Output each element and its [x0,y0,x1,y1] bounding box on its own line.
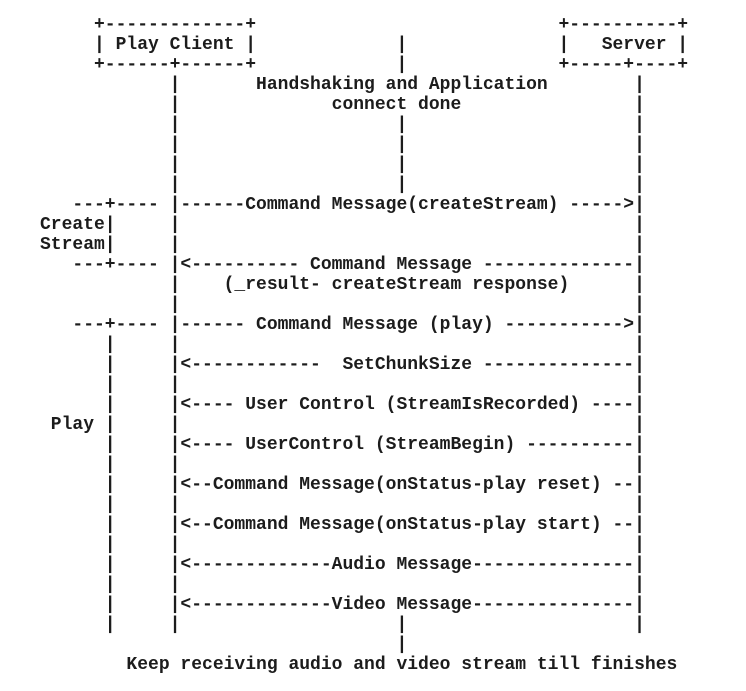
ascii-sequence-diagram: +-------------+ +----------+ | Play Clie… [40,15,689,675]
